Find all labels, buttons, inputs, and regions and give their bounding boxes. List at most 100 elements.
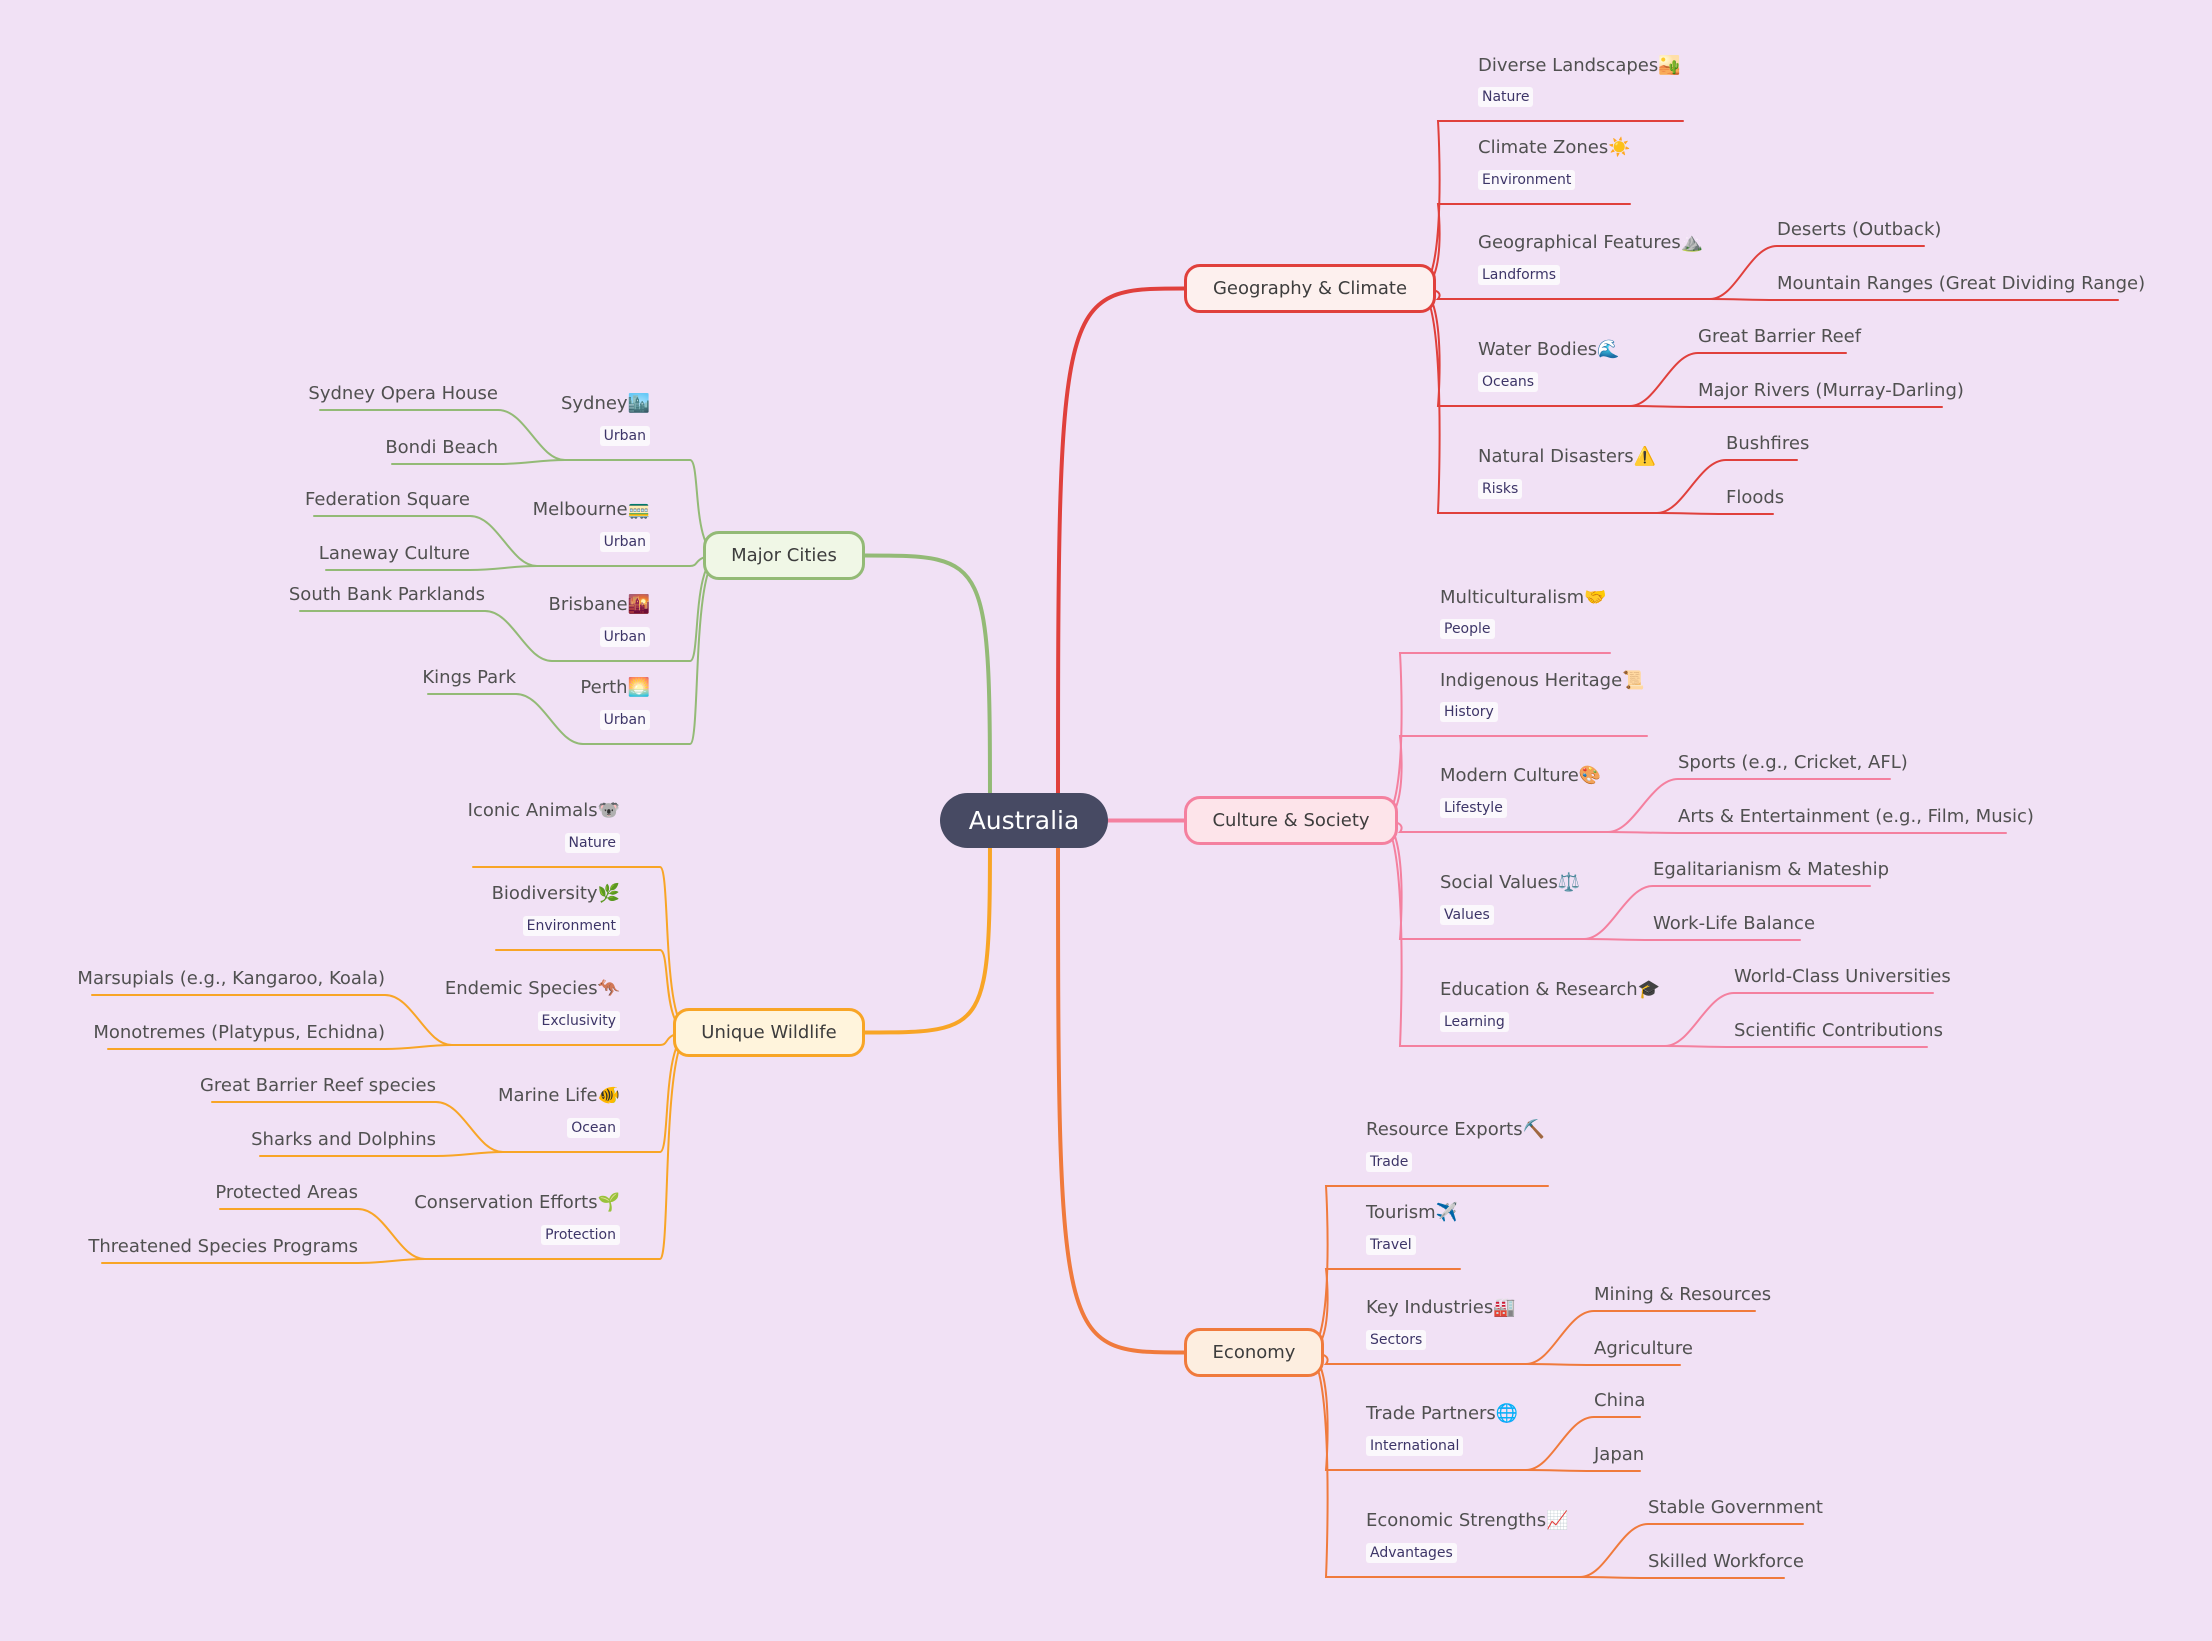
connector-line <box>1379 819 1666 1047</box>
subtopic-label[interactable]: Marsupials (e.g., Kangaroo, Koala) <box>77 968 385 989</box>
topic-label[interactable]: Modern Culture🎨 <box>1440 765 1602 786</box>
subtopic-label[interactable]: Protected Areas <box>215 1182 358 1203</box>
subtopic-label[interactable]: Monotremes (Platypus, Echidna) <box>93 1022 385 1043</box>
subtopic-label[interactable]: China <box>1594 1390 1646 1411</box>
branch-node-economy[interactable]: Economy <box>1184 1328 1324 1377</box>
subtopic-label[interactable]: Stable Government <box>1648 1497 1823 1518</box>
branch-node-culture[interactable]: Culture & Society <box>1184 796 1398 845</box>
topic-tag: Urban <box>599 710 650 730</box>
topic-label[interactable]: Geographical Features⛰️ <box>1478 232 1704 253</box>
connector-line <box>1579 1523 1804 1578</box>
subtopic-label[interactable]: Japan <box>1594 1444 1645 1465</box>
subtopic-label[interactable]: Floods <box>1726 487 1785 508</box>
connector-line <box>219 1208 426 1260</box>
topic-label[interactable]: Multiculturalism🤝 <box>1440 587 1607 608</box>
topic-tag: Lifestyle <box>1440 798 1507 818</box>
subtopic-label[interactable]: Deserts (Outback) <box>1777 219 1942 240</box>
connector-line <box>1664 992 1934 1047</box>
topic-tag: Exclusivity <box>537 1011 620 1031</box>
topic-tag: Sectors <box>1366 1330 1427 1350</box>
connector-line <box>451 1031 692 1046</box>
topic-label[interactable]: Conservation Efforts🌱 <box>414 1192 620 1213</box>
topic-label[interactable]: Tourism✈️ <box>1366 1202 1459 1223</box>
subtopic-label[interactable]: Arts & Entertainment (e.g., Film, Music) <box>1678 806 2034 827</box>
subtopic-label[interactable]: Mountain Ranges (Great Dividing Range) <box>1777 273 2146 294</box>
subtopic-label[interactable]: Great Barrier Reef <box>1698 326 1862 347</box>
topic-label[interactable]: Economic Strengths📈 <box>1366 1510 1569 1531</box>
subtopic-label[interactable]: Sydney Opera House <box>308 383 498 404</box>
root-node[interactable]: Australia <box>940 793 1108 848</box>
subtopic-label[interactable]: Bushfires <box>1726 433 1810 454</box>
connector-line <box>1664 1045 1928 1048</box>
branch-node-geography[interactable]: Geography & Climate <box>1184 264 1436 313</box>
connector-line <box>427 693 584 745</box>
topic-tag: Oceans <box>1478 372 1539 392</box>
topic-tag: Environment <box>1478 170 1576 190</box>
subtopic-label[interactable]: Major Rivers (Murray-Darling) <box>1698 380 1964 401</box>
connector-line <box>1629 352 1847 407</box>
connector-line <box>325 565 538 571</box>
connector-line <box>211 1101 504 1153</box>
subtopic-label[interactable]: Work-Life Balance <box>1653 913 1816 934</box>
subtopic-label[interactable]: Laneway Culture <box>318 543 470 564</box>
subtopic-label[interactable]: Skilled Workforce <box>1648 1551 1804 1572</box>
subtopic-label[interactable]: Scientific Contributions <box>1734 1020 1943 1041</box>
subtopic-label[interactable]: Mining & Resources <box>1594 1284 1772 1305</box>
topic-label[interactable]: Climate Zones☀️ <box>1478 137 1631 158</box>
connector-line <box>259 1151 504 1157</box>
topic-label[interactable]: Endemic Species🦘 <box>444 978 620 999</box>
connector-line <box>1417 287 1658 514</box>
subtopic-label[interactable]: Egalitarianism & Mateship <box>1653 859 1890 880</box>
subtopic-label[interactable]: Sharks and Dolphins <box>251 1129 436 1150</box>
topic-label[interactable]: Trade Partners🌐 <box>1366 1403 1519 1424</box>
connector-line <box>1417 287 1711 300</box>
topic-label[interactable]: Melbourne🚃 <box>532 499 650 520</box>
topic-label[interactable]: Biodiversity🌿 <box>491 883 620 904</box>
topic-label[interactable]: Social Values⚖️ <box>1440 872 1581 893</box>
topic-tag: Urban <box>599 627 650 647</box>
connector-line <box>1629 405 1943 408</box>
topic-tag: Nature <box>564 833 620 853</box>
topic-label[interactable]: Education & Research🎓 <box>1440 979 1661 1000</box>
topic-tag: Environment <box>522 916 620 936</box>
subtopic-label[interactable]: Agriculture <box>1594 1338 1693 1359</box>
subtopic-label[interactable]: Bondi Beach <box>385 437 498 458</box>
subtopic-label[interactable]: Great Barrier Reef species <box>199 1075 436 1096</box>
connector-line <box>299 610 553 662</box>
connector-line <box>1607 831 2007 834</box>
topic-tag: International <box>1366 1436 1464 1456</box>
connector-line <box>1709 245 1925 300</box>
connector-line <box>1056 818 1186 1355</box>
topic-tag: Learning <box>1440 1012 1509 1032</box>
connector-line <box>1607 778 1891 833</box>
topic-label[interactable]: Water Bodies🌊 <box>1478 339 1620 360</box>
topic-label[interactable]: Marine Life🐠 <box>497 1085 620 1106</box>
topic-label[interactable]: Key Industries🏭 <box>1366 1297 1516 1318</box>
subtopic-label[interactable]: Sports (e.g., Cricket, AFL) <box>1678 752 1908 773</box>
topic-label[interactable]: Iconic Animals🐨 <box>467 800 620 821</box>
topic-label[interactable]: Resource Exports⛏️ <box>1366 1119 1545 1140</box>
connector-line <box>1525 1310 1756 1365</box>
branch-node-wildlife[interactable]: Unique Wildlife <box>673 1008 865 1057</box>
topic-label[interactable]: Sydney🏙️ <box>560 393 650 414</box>
topic-label[interactable]: Natural Disasters⚠️ <box>1478 446 1657 467</box>
topic-label[interactable]: Perth🌅 <box>580 677 650 698</box>
connector-line <box>391 459 566 465</box>
connector-line <box>107 1044 453 1050</box>
connector-line <box>1579 1576 1785 1579</box>
subtopic-label[interactable]: South Bank Parklands <box>288 584 485 605</box>
topic-label[interactable]: Indigenous Heritage📜 <box>1440 670 1645 691</box>
subtopic-label[interactable]: Kings Park <box>422 667 516 688</box>
connector-line <box>1583 938 1801 941</box>
subtopic-label[interactable]: Federation Square <box>305 489 470 510</box>
connector-line <box>1525 1363 1681 1366</box>
connector-line <box>1305 1351 1527 1365</box>
topic-tag: Nature <box>1478 87 1534 107</box>
topic-label[interactable]: Diverse Landscapes🏜️ <box>1478 55 1681 76</box>
subtopic-label[interactable]: World-Class Universities <box>1734 966 1951 987</box>
subtopic-label[interactable]: Threatened Species Programs <box>88 1236 358 1257</box>
branch-node-cities[interactable]: Major Cities <box>703 531 865 580</box>
connector-line <box>1656 512 1774 515</box>
topic-label[interactable]: Brisbane🌇 <box>548 594 650 615</box>
topic-tag: Trade <box>1366 1152 1413 1172</box>
